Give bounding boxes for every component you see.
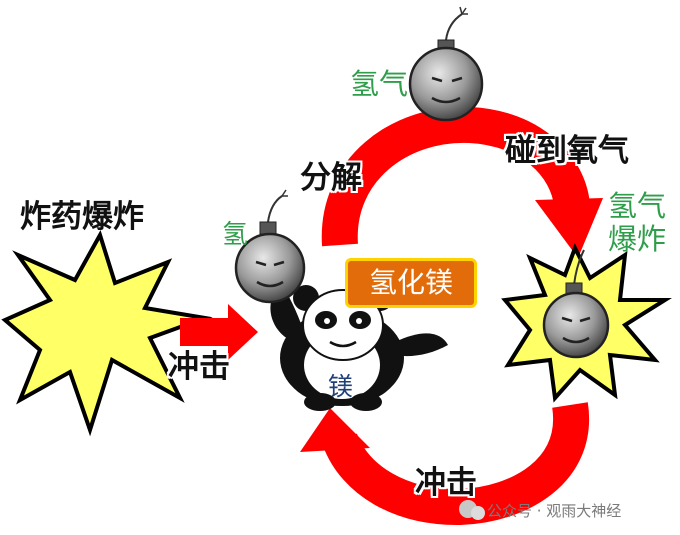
- impact-arrow-left: [180, 304, 258, 360]
- magnesium-hydride-box: 氢化镁: [345, 258, 477, 308]
- cycle-arrow-top: [321, 106, 590, 247]
- cycle-arrow-top-head: [535, 198, 603, 258]
- label-decompose: 分解: [300, 160, 362, 196]
- bomb-top: [408, 6, 484, 122]
- bomb-panda: [234, 189, 306, 304]
- label-hydrogen-top: 氢气: [350, 67, 409, 101]
- label-hydrogen-small: 氢: [222, 220, 249, 250]
- watermark-logo-icon: [459, 500, 485, 520]
- explosion-burst-left: [1, 229, 213, 437]
- label-meet-oxygen: 碰到氧气: [505, 133, 629, 169]
- watermark-text: 公众号 · 观雨大神经: [487, 502, 622, 520]
- bomb-right: [542, 249, 610, 359]
- label-magnesium: 镁: [328, 372, 354, 401]
- cycle-arrow-bottom-head: [300, 408, 370, 452]
- label-explosive: 炸药爆炸: [20, 199, 144, 235]
- label-hydrogen-explode: 氢气 爆炸: [608, 189, 667, 257]
- label-impact-left: 冲击: [168, 349, 230, 385]
- label-impact-bottom: 冲击: [415, 465, 477, 501]
